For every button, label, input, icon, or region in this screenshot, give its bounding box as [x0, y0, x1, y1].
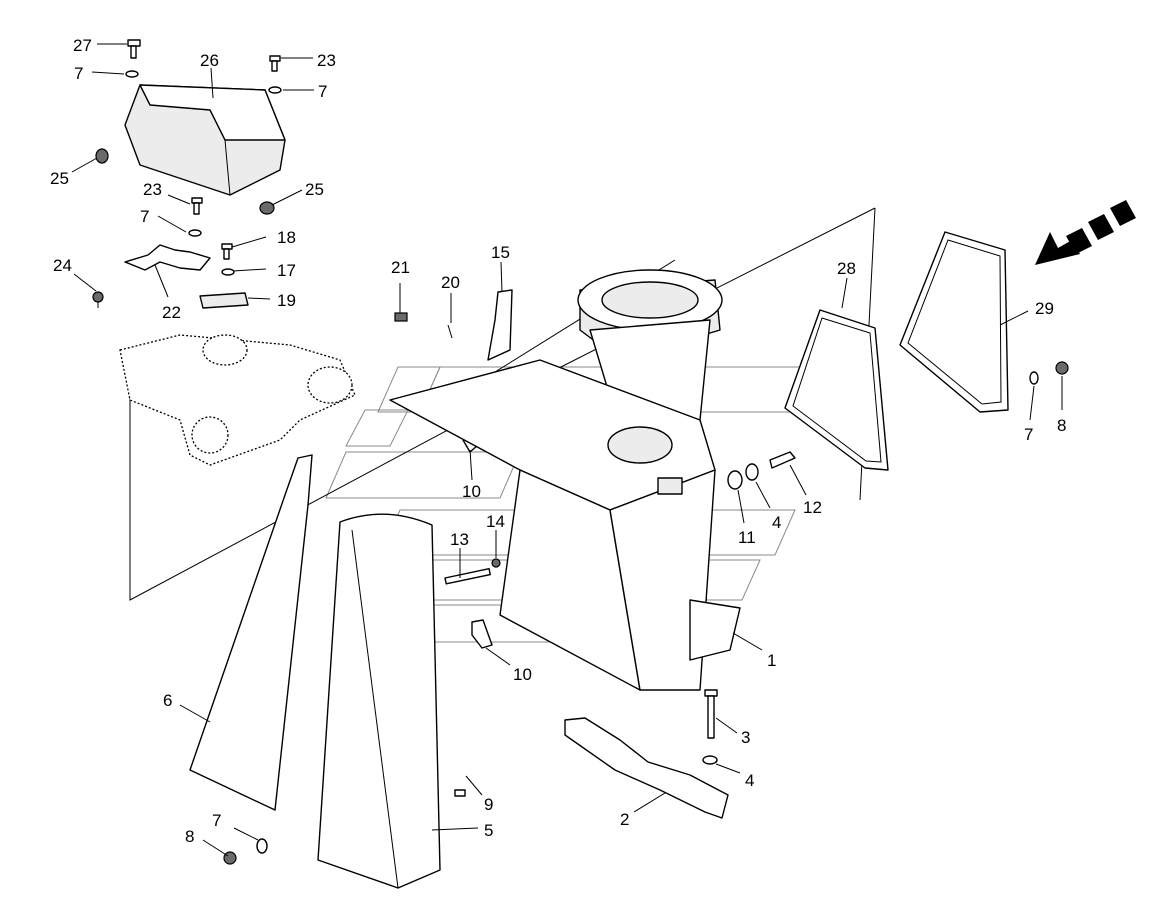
callout-6: 6 — [163, 691, 172, 710]
callout-5: 5 — [484, 821, 493, 840]
part-22-bracket — [124, 244, 211, 271]
callout-20: 20 — [441, 273, 460, 292]
part-1-main-frame — [389, 269, 741, 691]
callout-9: 9 — [484, 795, 493, 814]
gearbox-assembly — [119, 334, 356, 466]
callout-26: 26 — [200, 51, 219, 70]
callout-7: 7 — [212, 811, 221, 830]
callout-14: 14 — [486, 512, 505, 531]
callout-23: 23 — [143, 180, 162, 199]
callout-24: 24 — [53, 256, 72, 275]
callout-17: 17 — [277, 261, 296, 280]
leader-lines — [71, 43, 1063, 857]
callout-2: 2 — [620, 810, 629, 829]
callout-7: 7 — [140, 207, 149, 226]
callout-21: 21 — [391, 258, 410, 277]
callout-3: 3 — [741, 728, 750, 747]
direction-arrow-icon — [1035, 200, 1136, 265]
callout-7: 7 — [74, 64, 83, 83]
part-15-flap — [487, 289, 513, 361]
callout-27: 27 — [73, 36, 92, 55]
small-fasteners — [92, 39, 453, 339]
callout-23: 23 — [317, 51, 336, 70]
callout-8: 8 — [185, 827, 194, 846]
part-2-plate — [564, 717, 729, 819]
part-19-block — [199, 292, 249, 309]
callout-29: 29 — [1035, 299, 1054, 318]
callout-10: 10 — [513, 665, 532, 684]
part-29-gasket — [899, 231, 1009, 413]
callout-1: 1 — [767, 651, 776, 670]
part-26-cover — [124, 84, 286, 196]
callout-10: 10 — [462, 482, 481, 501]
callout-25: 25 — [50, 169, 69, 188]
callout-7: 7 — [318, 82, 327, 101]
part-6-panel — [189, 454, 313, 811]
part-28-gasket — [784, 309, 889, 471]
part-5-chute — [317, 513, 441, 889]
callout-19: 19 — [277, 291, 296, 310]
callout-28: 28 — [837, 259, 856, 278]
callout-22: 22 — [162, 303, 181, 322]
callout-18: 18 — [277, 228, 296, 247]
right-fasteners — [223, 361, 1069, 865]
callout-25: 25 — [305, 180, 324, 199]
callout-4: 4 — [772, 513, 781, 532]
callout-15: 15 — [491, 243, 510, 262]
callout-labels: 27 7 26 23 7 25 23 25 7 18 24 17 22 19 2… — [50, 36, 1066, 846]
callout-11: 11 — [738, 528, 756, 547]
callout-7: 7 — [1024, 425, 1033, 444]
callout-8: 8 — [1057, 416, 1066, 435]
callout-4: 4 — [745, 771, 754, 790]
callout-12: 12 — [803, 498, 822, 517]
callout-13: 13 — [450, 530, 469, 549]
